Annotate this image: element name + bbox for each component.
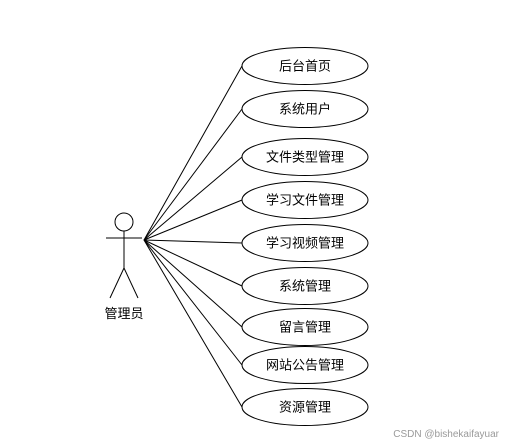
use-case: 留言管理 xyxy=(241,308,369,346)
use-case: 学习文件管理 xyxy=(241,181,369,219)
use-case: 后台首页 xyxy=(241,47,369,85)
use-case: 资源管理 xyxy=(241,388,369,426)
use-case-ellipse xyxy=(241,138,369,176)
use-case-ellipse xyxy=(241,308,369,346)
use-case-label: 文件类型管理 xyxy=(266,151,344,166)
use-case-ellipse xyxy=(241,388,369,426)
use-case-label: 留言管理 xyxy=(279,321,331,336)
use-case-ellipse xyxy=(241,224,369,262)
use-case-label: 学习视频管理 xyxy=(266,236,344,252)
association-line xyxy=(143,108,243,241)
association-line xyxy=(143,156,243,241)
use-case: 文件类型管理 xyxy=(241,138,369,176)
use-case-ellipse xyxy=(241,90,369,128)
use-case-ellipse xyxy=(241,181,369,219)
use-case-label: 资源管理 xyxy=(279,401,331,416)
association-line xyxy=(143,239,243,328)
use-case-label: 系统用户 xyxy=(279,102,331,118)
association-line xyxy=(143,239,243,366)
use-case: 系统管理 xyxy=(241,267,369,305)
use-case-label: 学习文件管理 xyxy=(266,193,344,209)
actor-right-leg xyxy=(123,267,139,299)
actor: 管理员 xyxy=(104,212,144,322)
association-line xyxy=(143,239,243,408)
use-case: 系统用户 xyxy=(241,90,369,128)
use-case-label: 网站公告管理 xyxy=(266,359,344,374)
watermark: CSDN @bishekaifayuar xyxy=(393,429,499,440)
actor-label: 管理员 xyxy=(104,307,143,322)
use-cases: 后台首页系统用户文件类型管理学习文件管理学习视频管理系统管理留言管理网站公告管理… xyxy=(241,47,369,426)
association-line xyxy=(143,239,243,244)
actor-left-leg xyxy=(109,267,125,299)
use-case-label: 系统管理 xyxy=(279,280,331,295)
association-line xyxy=(143,239,243,287)
use-case: 学习视频管理 xyxy=(241,224,369,262)
association-lines xyxy=(143,65,243,408)
use-case-ellipse xyxy=(241,346,369,384)
actor-head xyxy=(114,212,134,232)
association-line xyxy=(143,65,243,241)
use-case: 网站公告管理 xyxy=(241,346,369,384)
association-line xyxy=(143,199,243,241)
use-case-ellipse xyxy=(241,47,369,85)
use-case-label: 后台首页 xyxy=(279,60,331,75)
use-case-ellipse xyxy=(241,267,369,305)
